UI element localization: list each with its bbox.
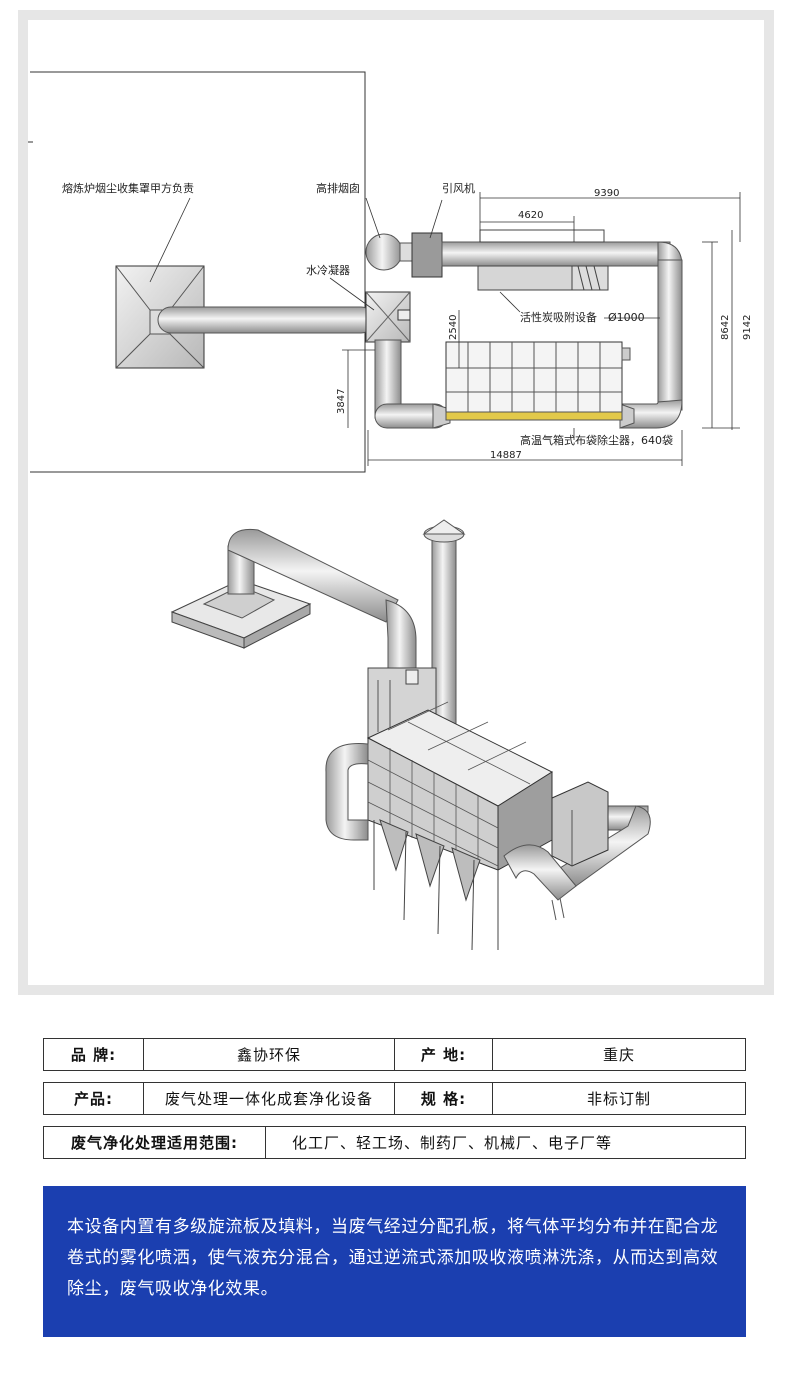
spec-value: 非标订制 — [586, 1090, 651, 1108]
spec-row-brand: 品 牌: 鑫协环保 产 地: 重庆 — [43, 1038, 746, 1071]
duct-main — [157, 306, 375, 334]
label-hood: 熔炼炉烟尘收集罩甲方负责 — [62, 181, 194, 195]
description-text: 本设备内置有多级旋流板及填料，当废气经过分配孔板，将气体平均分布并在配合龙卷式的… — [67, 1217, 719, 1299]
filter-plan — [445, 341, 631, 421]
dim-8642: 8642 — [720, 315, 731, 340]
spec-row-product: 产品: 废气处理一体化成套净化设备 规 格: 非标订制 — [43, 1082, 746, 1115]
product-label: 产品: — [44, 1083, 144, 1114]
origin-label: 产 地: — [395, 1039, 493, 1070]
dim-3847: 3847 — [336, 389, 347, 414]
product-value: 废气处理一体化成套净化设备 — [144, 1083, 395, 1114]
drawing-panel: 熔炼炉烟尘收集罩甲方负责 高排烟囱 引风机 水冷凝器 活性炭吸附设备 Ø1000… — [28, 20, 764, 985]
scope-value: 化工厂、轻工场、制药厂、机械厂、电子厂等 — [292, 1134, 613, 1152]
spec-row-scope: 废气净化处理适用范围: 化工厂、轻工场、制药厂、机械厂、电子厂等 — [43, 1126, 746, 1159]
cooler-plan — [365, 291, 411, 343]
carbon-plan — [477, 229, 609, 291]
building-outline — [30, 71, 366, 473]
label-carbon: 活性炭吸附设备 — [520, 310, 597, 324]
isometric-view — [170, 519, 651, 951]
brand-value: 鑫协环保 — [144, 1039, 395, 1070]
dim-9390: 9390 — [594, 188, 619, 199]
spec-label: 规 格: — [395, 1083, 493, 1114]
dim-9142: 9142 — [742, 315, 753, 340]
brand-label: 品 牌: — [44, 1039, 144, 1070]
fan-plan — [411, 232, 443, 278]
stack-plan — [365, 233, 403, 271]
dimension-lines — [149, 192, 741, 466]
equipment-drawing: 熔炼炉烟尘收集罩甲方负责 高排烟囱 引风机 水冷凝器 活性炭吸附设备 Ø1000… — [28, 71, 753, 951]
label-pipe-dia: Ø1000 — [608, 311, 645, 324]
scope-label: 废气净化处理适用范围: — [44, 1127, 266, 1158]
dim-4620: 4620 — [518, 210, 543, 221]
label-filter: 高温气箱式布袋除尘器，640袋 — [520, 433, 673, 447]
image-frame: 熔炼炉烟尘收集罩甲方负责 高排烟囱 引风机 水冷凝器 活性炭吸附设备 Ø1000… — [18, 10, 774, 995]
description-box: 本设备内置有多级旋流板及填料，当废气经过分配孔板，将气体平均分布并在配合龙卷式的… — [43, 1186, 746, 1337]
label-fan: 引风机 — [442, 181, 475, 195]
dim-2540: 2540 — [448, 315, 459, 340]
origin-value: 重庆 — [602, 1046, 635, 1064]
label-cooler: 水冷凝器 — [306, 263, 350, 277]
label-stack: 高排烟囱 — [316, 181, 360, 195]
dim-14887: 14887 — [490, 450, 522, 461]
